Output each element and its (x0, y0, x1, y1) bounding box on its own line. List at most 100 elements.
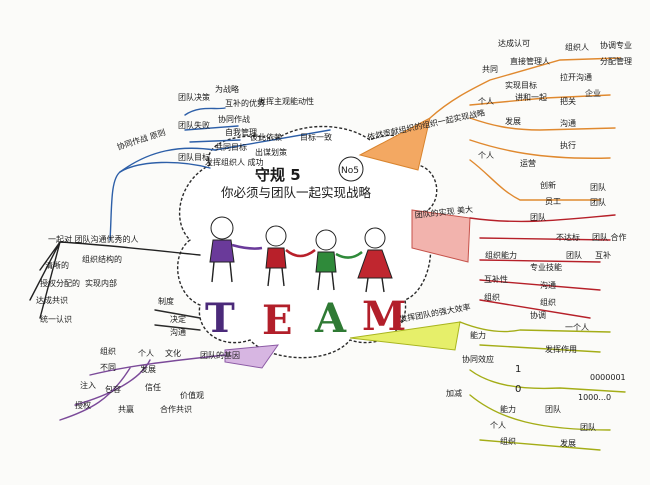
br-item-14: 发展 (560, 438, 576, 448)
tr-item-13: 企业 (585, 88, 601, 98)
team-letter-a: A (314, 295, 347, 342)
branch-top-left-main: 协同作战 原则 (116, 127, 167, 152)
bl-item-7: 信任 (145, 382, 161, 392)
br-item-1: 一个人 (565, 323, 589, 332)
tl-item-7: 出谋划策 (255, 147, 287, 157)
br-item-6: 0000001 (590, 373, 626, 382)
right-item-6: 专业技能 (530, 262, 562, 272)
br-item-7: 1000...0 (578, 393, 611, 402)
tl-item-6: 共同目标 (215, 142, 247, 152)
tr-item-17: 执行 (560, 140, 576, 150)
right-item-10: 组织 (540, 297, 556, 307)
wedge-bottom-right (349, 321, 461, 351)
tl-item-9: 目标一致 (300, 132, 332, 142)
tl-item-3: 协同作战 (218, 114, 250, 124)
wedge-right (411, 209, 471, 263)
center-cloud (176, 125, 438, 359)
bl-item-2: 不同 (100, 363, 116, 372)
branch-left-main: 一起对 团队沟通优秀的人 (48, 234, 139, 244)
tr-item-19: 创新 (540, 180, 556, 190)
tr-item-15: 发展 (505, 116, 521, 126)
br-item-4: 1 (515, 364, 521, 375)
br-item-8: 加减 (446, 388, 462, 398)
right-item-5: 组织能力 (485, 250, 517, 260)
br-item-9: 能力 (500, 404, 516, 414)
br-item-12: 团队 (580, 422, 596, 432)
br-item-10: 团队 (545, 404, 561, 414)
center-badge: No5 (341, 166, 359, 176)
tl-item-0: 为战略 (215, 84, 239, 94)
right-item-7: 互补性 (484, 274, 508, 284)
right-item-4: 互补 (595, 250, 611, 260)
bl-item-5: 注入 (80, 380, 96, 390)
left-item-12: 决定 (170, 314, 186, 324)
left-item-3: 实现内部 (85, 278, 117, 288)
tr-item-18: 运营 (520, 158, 536, 168)
tr-item-5: 协调专业 (600, 40, 632, 50)
tl-item-5: 彼此依赖 (250, 132, 282, 142)
left-item-10: 制度 (158, 296, 174, 306)
tl-item-1: 互补的优势 (225, 98, 265, 108)
br-item-0: 能力 (470, 330, 486, 340)
branch-bottom-left-main: 团队的基因 (200, 350, 240, 360)
tr-item-16: 沟通 (560, 118, 576, 128)
left-item-5: 统一认识 (40, 314, 72, 324)
tr-item-11: 讲和一起 (515, 92, 547, 102)
right-item-8: 沟通 (540, 280, 556, 290)
center-subtitle: 你必须与团队一起实现战略 (221, 185, 372, 200)
branch-bottom-right-main: 发挥团队的强大效率 (399, 302, 472, 324)
wedge-top-right (358, 117, 431, 171)
tl-item-2: 发挥主观能动性 (258, 96, 314, 106)
team-figures (209, 216, 393, 293)
tr-item-14: 个人 (478, 151, 494, 160)
tr-item-2: 团队 (590, 182, 606, 192)
left-item-1: 组织结构的 (82, 254, 122, 264)
br-item-5: 0 (515, 384, 521, 395)
tr-item-12: 把关 (560, 96, 576, 106)
bl-item-6: 包容 (105, 384, 121, 394)
right-item-1: 不达标 (556, 232, 580, 242)
tl-item-4: 自我管理 (225, 127, 257, 137)
tr-item-4: 组织人 (565, 42, 589, 52)
left-item-4: 达成共识 (36, 295, 68, 305)
center-title: 守规 5 (255, 166, 301, 184)
tr-item-1: 共同 (482, 65, 498, 74)
tl-group2: 团队失败 (178, 120, 210, 130)
tr-item-0: 达成认可 (498, 38, 530, 48)
tr-item-3: 直接管理人 (510, 56, 550, 66)
br-item-3: 协同效应 (462, 354, 494, 364)
bl-item-3: 文化 (165, 348, 181, 358)
left-item-0: 清晰的 (45, 260, 69, 270)
tr-item-6: 分配管理 (600, 56, 632, 66)
tr-item-8: 拉开沟通 (560, 72, 592, 82)
right-item-2: 团队 合作 (592, 232, 627, 242)
team-letter-t: T (205, 295, 235, 342)
left-item-11: 沟通 (170, 327, 186, 337)
bl-item-0: 组织 (100, 346, 116, 356)
bl-item-4: 发展 (140, 364, 156, 374)
bl-item-9: 授权 (75, 400, 91, 410)
team-letter-e: E (262, 297, 293, 344)
left-item-2: 授权分配的 (40, 278, 80, 288)
branch-lines (29, 57, 626, 451)
br-item-11: 个人 (490, 421, 506, 430)
tr-item-9: 个人 (478, 97, 494, 106)
tl-group3: 团队目标 (178, 152, 210, 162)
tl-item-8: 发挥组织人 成功 (205, 157, 264, 167)
tr-item-7: 实现目标 (505, 80, 537, 90)
tr-item-20: 员工 (545, 197, 561, 206)
badge-circle (338, 156, 364, 182)
bl-item-10: 共赢 (118, 404, 134, 414)
right-item-9: 组织 (484, 292, 500, 302)
wedge-bottom-left (224, 344, 280, 369)
right-item-3: 团队 (566, 250, 582, 260)
tr-item-10: 团队 (590, 197, 606, 207)
right-item-0: 团队 (530, 212, 546, 222)
bl-item-8: 价值观 (180, 390, 204, 400)
bl-item-11: 合作共识 (160, 404, 192, 414)
bl-item-1: 个人 (138, 349, 154, 358)
tl-group1: 团队决策 (178, 92, 210, 102)
br-item-13: 组织 (500, 436, 516, 446)
